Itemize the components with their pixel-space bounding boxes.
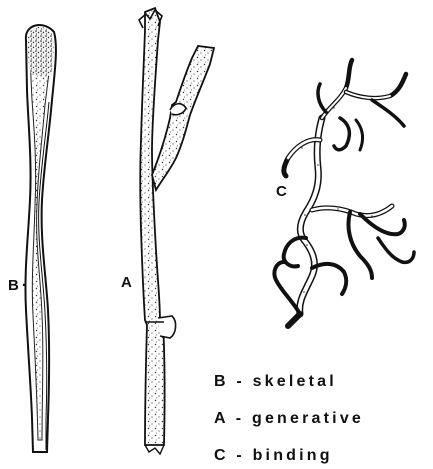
binding-hypha-branch-mid-hook [334,118,349,150]
binding-hypha-branch-mid-right [356,120,363,150]
binding-hypha-label: C [276,183,287,200]
generative-hypha-clamp-lower [158,316,176,338]
skeletal-hypha-tip [28,27,54,77]
binding-hypha-branch-top [322,60,352,118]
legend-skeletal: B - skeletal [214,373,337,390]
legend: B - skeletal A - generative C - binding [214,373,364,464]
binding-hypha-branch-upper-right-b [372,100,404,126]
binding-hypha-tail [288,314,300,326]
legend-generative: A - generative [214,410,364,427]
binding-hypha-branch-top-left [318,84,326,112]
skeletal-hypha-label: B· [8,277,27,294]
generative-hypha-drawing [139,8,214,454]
generative-hypha-branch [152,46,214,190]
generative-hypha-bottom-end [145,445,164,454]
generative-hypha-trunk [140,8,164,445]
legend-binding: C - binding [214,447,333,464]
generative-hypha-label: A [121,274,132,291]
binding-hypha-drawing [274,60,414,326]
skeletal-hypha-drawing [25,25,55,452]
binding-hypha-branch-far-right [378,238,414,262]
binding-hypha-branch-bottom [274,262,300,314]
